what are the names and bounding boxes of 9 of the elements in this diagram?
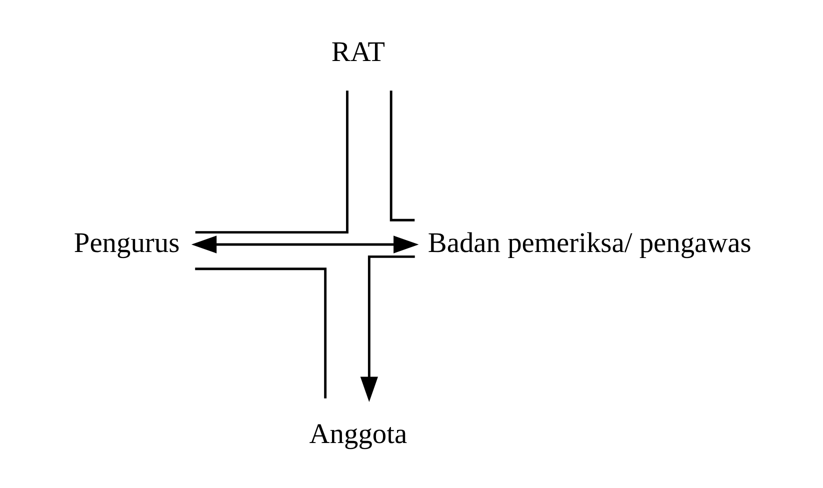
node-text: Badan pemeriksa/ pengawas bbox=[428, 228, 752, 259]
arrow bbox=[360, 254, 415, 402]
node-text: RAT bbox=[331, 36, 386, 68]
node-text: Anggota bbox=[309, 418, 408, 450]
connector bbox=[195, 90, 348, 234]
connector bbox=[195, 267, 327, 398]
connector bbox=[390, 90, 415, 221]
arrow bbox=[191, 235, 419, 253]
node-text: Pengurus bbox=[74, 228, 180, 259]
